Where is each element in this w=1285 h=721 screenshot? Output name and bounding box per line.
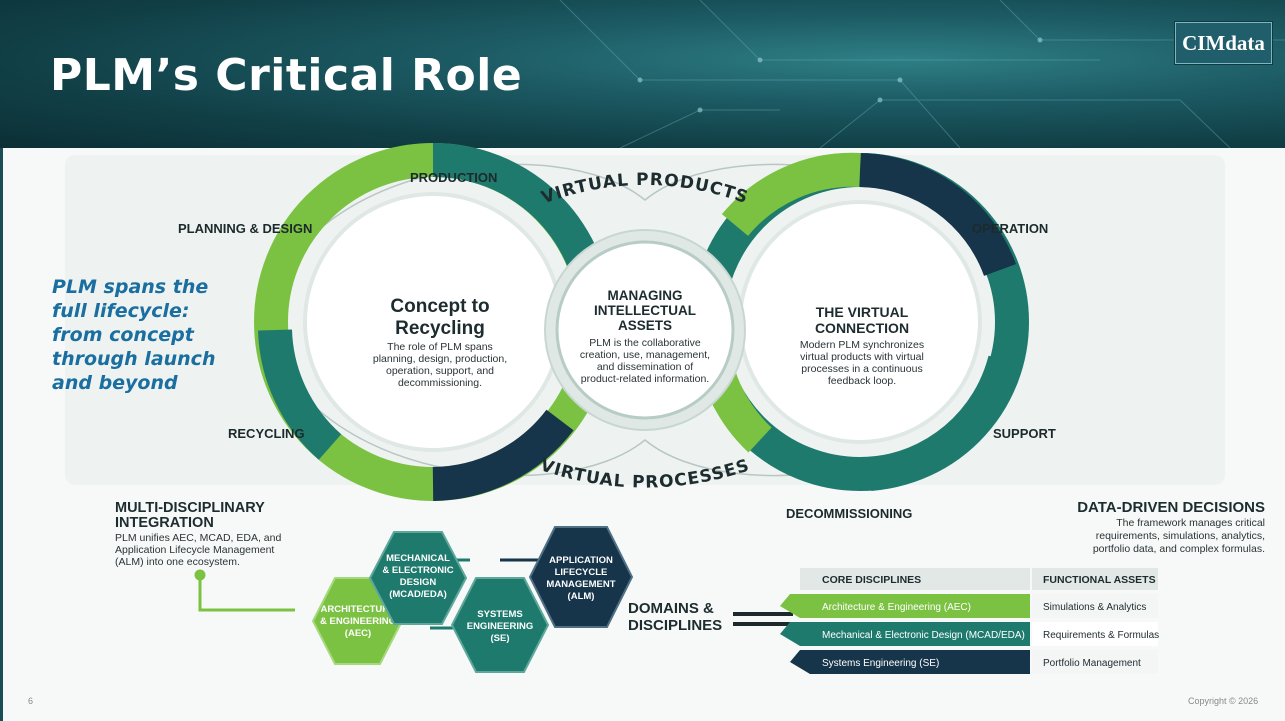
- domains-label-line-2: DISCIPLINES: [628, 617, 722, 634]
- left-accent-bar: [0, 148, 3, 721]
- svg-text:THE VIRTUAL: THE VIRTUAL: [816, 304, 909, 320]
- table-row-2-asset: Requirements & Formulas: [1043, 630, 1159, 641]
- svg-text:virtual products with virtual: virtual products with virtual: [800, 351, 924, 363]
- integration-body-line-2: Application Lifecycle Management: [115, 544, 274, 556]
- integration-section: MULTI-DISCIPLINARY INTEGRATION PLM unifi…: [115, 500, 281, 568]
- integration-title-line-2: INTEGRATION: [115, 515, 214, 531]
- svg-text:MANAGING: MANAGING: [608, 288, 683, 303]
- table-row-2-asset-bg: [1032, 622, 1158, 646]
- stage-support: SUPPORT: [993, 426, 1056, 441]
- center-hub-text: MANAGING INTELLECTUAL ASSETS PLM is the …: [580, 288, 710, 385]
- stage-recycling: RECYCLING: [228, 426, 305, 441]
- header-banner: PLM’s Critical Role CIMdata: [0, 0, 1285, 148]
- decisions-body-line-2: requirements, simulations, analytics,: [1096, 530, 1265, 542]
- svg-text:ARCHITECTURE: ARCHITECTURE: [321, 604, 396, 615]
- svg-text:MECHANICAL: MECHANICAL: [386, 553, 450, 564]
- svg-text:ENGINEERING: ENGINEERING: [467, 621, 534, 632]
- page-title: PLM’s Critical Role: [50, 50, 523, 101]
- svg-text:DESIGN: DESIGN: [400, 577, 437, 588]
- integration-title-line-1: MULTI-DISCIPLINARY: [115, 500, 265, 516]
- svg-text:& ELECTRONIC: & ELECTRONIC: [382, 565, 453, 576]
- table-row-3-bar: [790, 650, 1030, 674]
- stage-operation: OPERATION: [972, 221, 1048, 236]
- svg-text:LIFECYCLE: LIFECYCLE: [555, 567, 608, 578]
- center-hub: [544, 229, 746, 431]
- hex-aec: ARCHITECTURE & ENGINEERING (AEC): [311, 577, 404, 665]
- table-row-1-asset: Simulations & Analytics: [1043, 602, 1146, 613]
- svg-text:Concept to: Concept to: [390, 296, 489, 317]
- table-row-3-asset-bg: [1032, 650, 1158, 674]
- svg-text:Modern PLM synchronizes: Modern PLM synchronizes: [800, 339, 924, 351]
- right-loop-text: THE VIRTUAL CONNECTION Modern PLM synchr…: [800, 304, 924, 387]
- svg-text:operation, support, and: operation, support, and: [386, 365, 494, 377]
- decisions-title: DATA-DRIVEN DECISIONS: [1077, 499, 1265, 516]
- svg-text:(AEC): (AEC): [345, 628, 371, 639]
- table-header-bg-2: [1032, 568, 1158, 590]
- data-decisions-section: DATA-DRIVEN DECISIONS The framework mana…: [1077, 499, 1265, 555]
- stage-decommissioning: DECOMMISSIONING: [786, 506, 912, 521]
- svg-text:Recycling: Recycling: [395, 318, 485, 339]
- page-number: 6: [28, 696, 34, 706]
- svg-text:creation, use, management,: creation, use, management,: [580, 349, 710, 361]
- left-loop-text: Concept to Recycling The role of PLM spa…: [373, 296, 507, 389]
- svg-text:The role of PLM spans: The role of PLM spans: [387, 341, 493, 353]
- table-row-2-bar: [780, 622, 1030, 646]
- svg-text:CONNECTION: CONNECTION: [815, 320, 909, 336]
- svg-text:(ALM): (ALM): [568, 591, 595, 602]
- table-header-core: CORE DISCIPLINES: [822, 574, 921, 586]
- svg-text:feedback loop.: feedback loop.: [828, 375, 896, 387]
- table-header-assets: FUNCTIONAL ASSETS: [1043, 574, 1156, 586]
- domains-arrow-icon: [733, 612, 793, 626]
- svg-text:product-related information.: product-related information.: [581, 373, 709, 385]
- table-header-bg-1: [800, 568, 1030, 590]
- stage-production: PRODUCTION: [410, 170, 497, 185]
- cimdata-logo: CIMdata: [1175, 22, 1272, 64]
- svg-text:SYSTEMS: SYSTEMS: [477, 609, 522, 620]
- circuit-decoration: [559, 0, 1285, 148]
- table-row-2-core: Mechanical & Electronic Design (MCAD/EDA…: [822, 630, 1025, 641]
- svg-text:planning, design, production,: planning, design, production,: [373, 353, 507, 365]
- domains-label-line-1: DOMAINS &: [628, 600, 714, 617]
- tagline: PLM spans the full lifecycle: from conce…: [52, 276, 216, 394]
- svg-text:(SE): (SE): [491, 633, 510, 644]
- svg-text:APPLICATION: APPLICATION: [549, 555, 613, 566]
- hex-alm: APPLICATION LIFECYCLE MANAGEMENT (ALM): [528, 526, 634, 628]
- svg-text:ASSETS: ASSETS: [618, 318, 672, 333]
- svg-text:(MCAD/EDA): (MCAD/EDA): [389, 589, 447, 600]
- disciplines-table: CORE DISCIPLINES FUNCTIONAL ASSETS Archi…: [780, 568, 1159, 674]
- integration-body-line-3: (ALM) into one ecosystem.: [115, 556, 240, 568]
- decisions-body-line-3: portfolio data, and complex formulas.: [1093, 543, 1265, 555]
- table-row-1-core: Architecture & Engineering (AEC): [822, 602, 971, 613]
- svg-text:and dissemination of: and dissemination of: [597, 361, 693, 373]
- table-row-1-asset-bg: [1032, 594, 1158, 618]
- svg-text:INTELLECTUAL: INTELLECTUAL: [594, 303, 696, 318]
- svg-text:PLM is the collaborative: PLM is the collaborative: [589, 337, 701, 349]
- hex-mcad-eda: MECHANICAL & ELECTRONIC DESIGN (MCAD/EDA…: [368, 531, 468, 625]
- svg-text:processes in a continuous: processes in a continuous: [801, 363, 922, 375]
- table-row-1-bar: [780, 594, 1030, 618]
- table-row-3-core: Systems Engineering (SE): [822, 658, 939, 669]
- table-row-3-asset: Portfolio Management: [1043, 658, 1141, 669]
- svg-text:decommissioning.: decommissioning.: [398, 377, 482, 389]
- hex-systems-engineering: SYSTEMS ENGINEERING (SE): [450, 577, 550, 673]
- integration-body-line-1: PLM unifies AEC, MCAD, EDA, and: [115, 532, 281, 544]
- svg-text:MANAGEMENT: MANAGEMENT: [546, 579, 615, 590]
- stage-planning-design: PLANNING & DESIGN: [178, 221, 312, 236]
- decisions-body-line-1: The framework manages critical: [1116, 517, 1265, 529]
- svg-text:& ENGINEERING: & ENGINEERING: [320, 616, 396, 627]
- copyright: Copyright © 2026: [1188, 696, 1259, 706]
